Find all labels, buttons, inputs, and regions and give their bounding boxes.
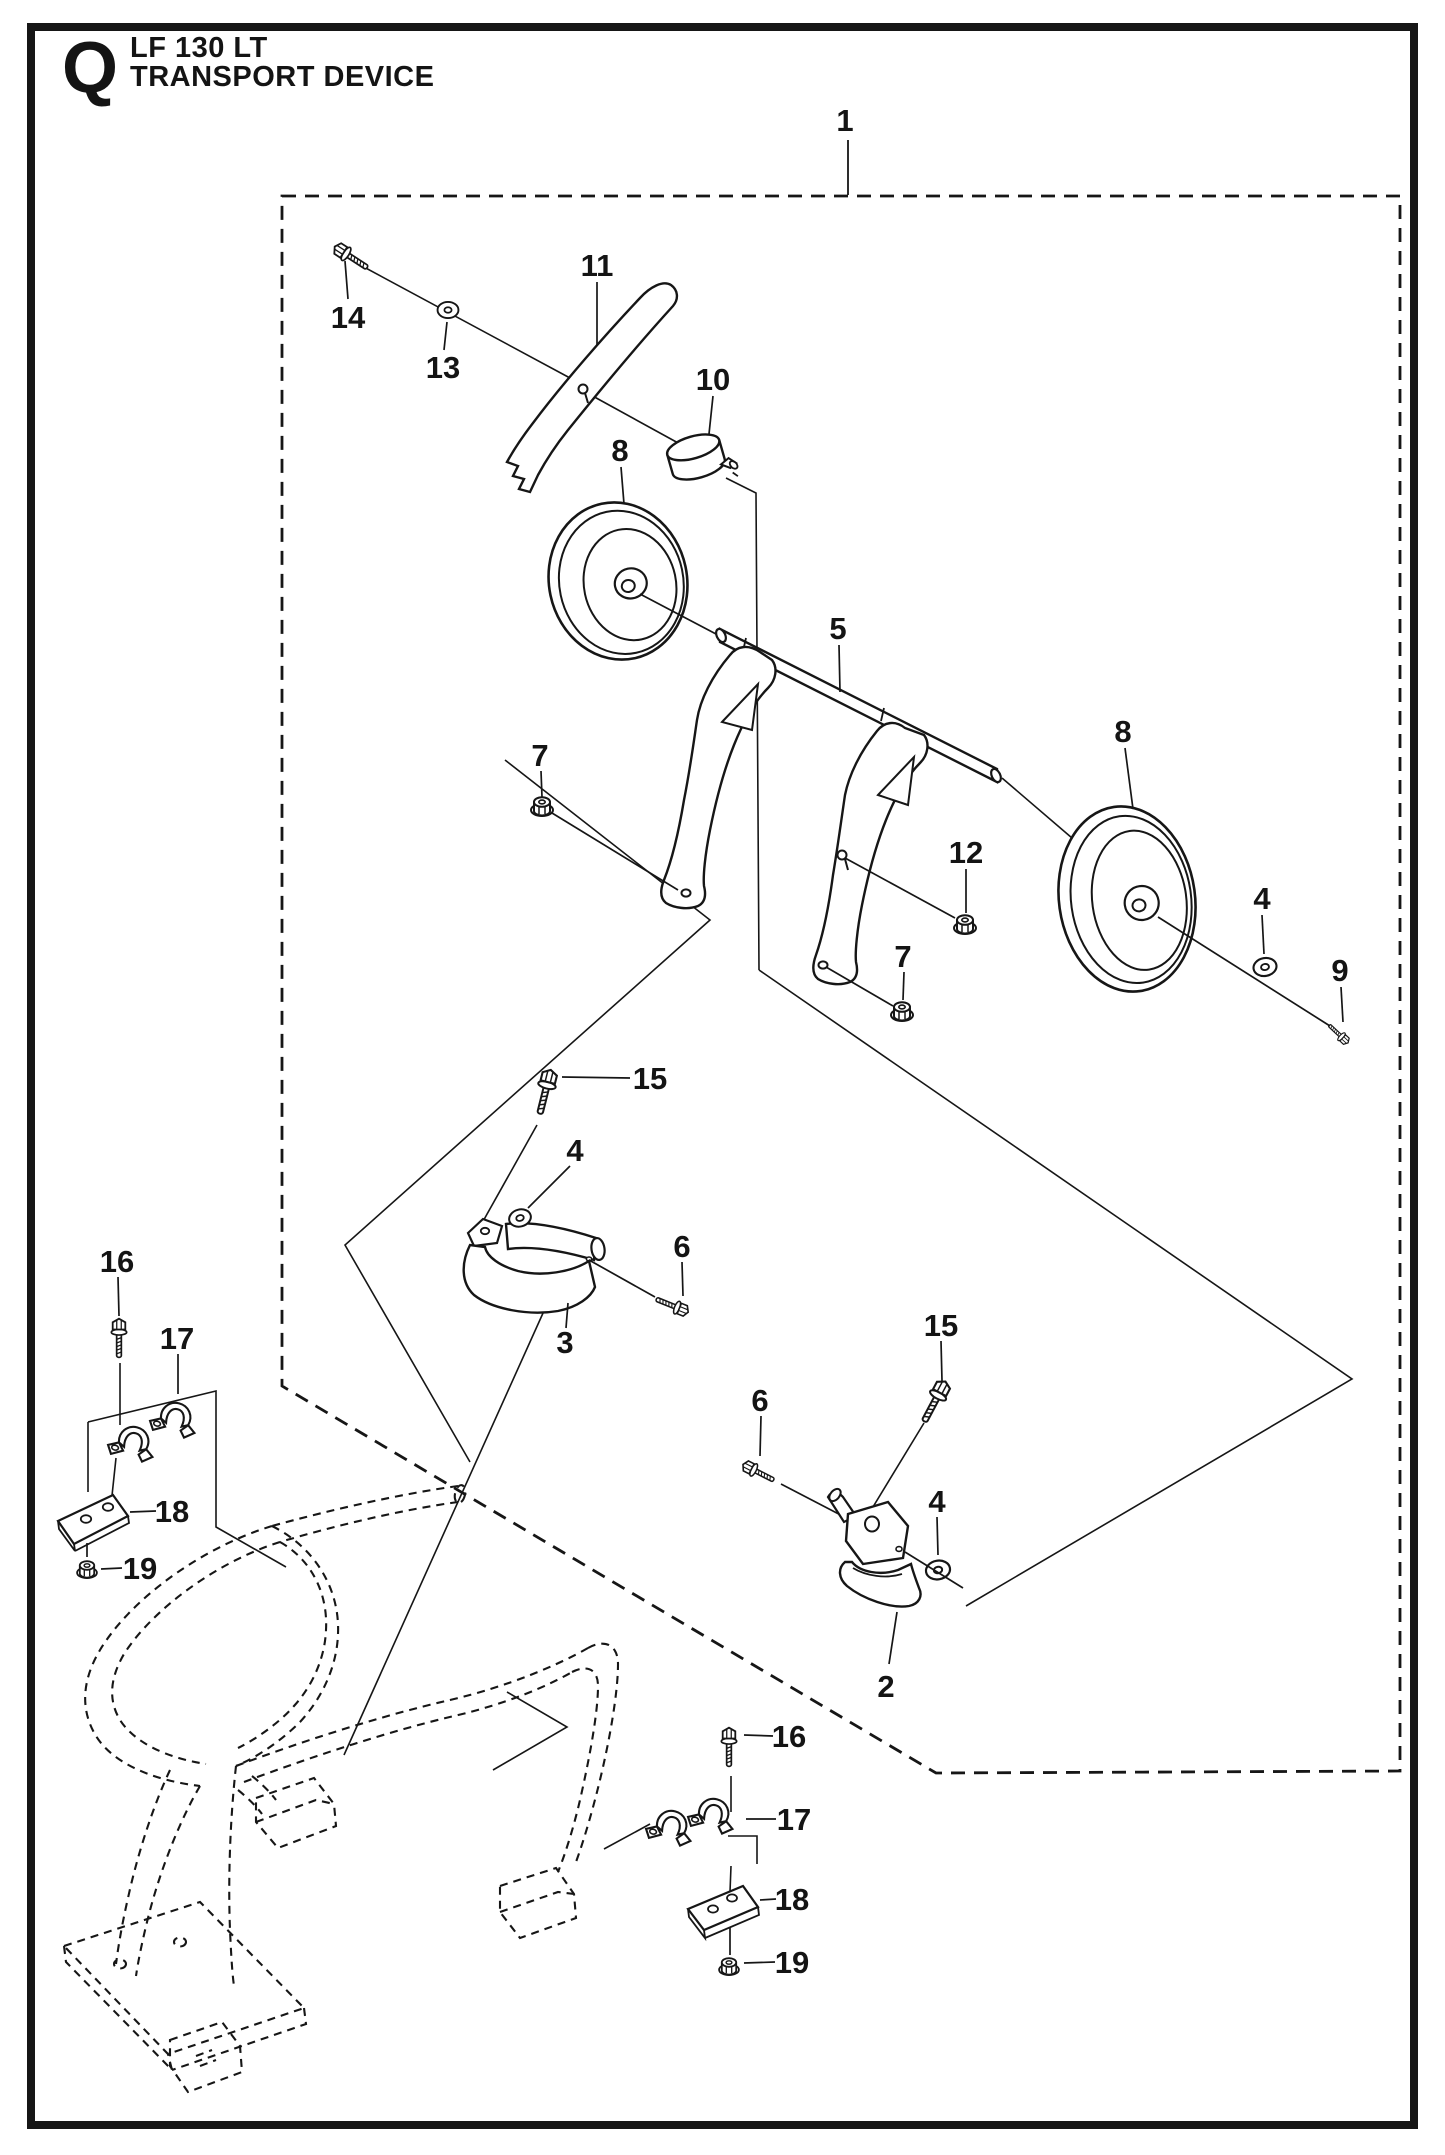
nut-12 <box>953 914 977 935</box>
bolt-16-left <box>110 1317 128 1359</box>
section-letter: Q <box>62 28 118 108</box>
callout-11: 11 <box>581 248 614 283</box>
callout-4c: 4 <box>928 1484 946 1519</box>
callout-7a: 7 <box>531 738 548 773</box>
leader-lines <box>86 260 1344 1964</box>
assembly-boundary-dashed <box>280 194 1402 1775</box>
callout-18a: 18 <box>155 1494 189 1529</box>
washer-4-wheel <box>1251 955 1279 979</box>
callout-13: 13 <box>426 350 460 385</box>
support-blade <box>505 282 679 494</box>
callout-19b: 19 <box>775 1945 809 1980</box>
page-border <box>27 23 1418 2129</box>
callout-6a: 6 <box>673 1229 690 1264</box>
callout-17b: 17 <box>777 1802 811 1837</box>
callout-9: 9 <box>1331 953 1348 988</box>
wheel-left <box>547 501 689 661</box>
nut-7-left <box>530 796 554 817</box>
bolt-15-right <box>915 1376 955 1427</box>
nut-19-right <box>718 1957 740 1976</box>
callout-16b: 16 <box>772 1719 806 1754</box>
bracket-3 <box>462 1217 606 1314</box>
callout-16a: 16 <box>100 1244 134 1279</box>
callout-19a: 19 <box>123 1551 157 1586</box>
bracket-2 <box>826 1487 922 1608</box>
clamp-pair-right <box>643 1792 740 1849</box>
callout-15b: 15 <box>924 1308 958 1343</box>
model-title: LF 130 LT <box>130 32 268 64</box>
callout-1: 1 <box>836 103 853 138</box>
nut-19-left <box>76 1560 98 1579</box>
callout-8b: 8 <box>1114 714 1131 749</box>
clamp-plate-right <box>686 1884 760 1942</box>
bolt-6-right <box>739 1457 778 1487</box>
bolt-6-left <box>652 1292 692 1320</box>
callout-7b: 7 <box>894 939 911 974</box>
support-arm-right <box>812 721 929 986</box>
construction-lines <box>87 265 1354 1893</box>
bolt-16-right <box>720 1726 738 1768</box>
clamp-plate-left <box>56 1493 130 1552</box>
callout-5: 5 <box>829 611 846 646</box>
washer-13 <box>436 300 460 320</box>
callout-labels: 1 14 13 11 10 8 5 7 8 12 4 9 7 15 4 6 3 … <box>100 103 1349 1980</box>
support-arm-left <box>660 645 777 910</box>
callout-8a: 8 <box>611 433 628 468</box>
bolt-14 <box>329 239 373 275</box>
callout-17a: 17 <box>160 1321 194 1356</box>
callout-4b: 4 <box>1253 881 1271 916</box>
callout-15a: 15 <box>633 1061 667 1096</box>
callout-4a: 4 <box>566 1133 584 1168</box>
page-title: TRANSPORT DEVICE <box>130 61 434 93</box>
callout-3: 3 <box>556 1325 573 1360</box>
handlebar-frame <box>62 1484 620 2094</box>
wheel-right <box>1057 805 1197 993</box>
callout-12: 12 <box>949 835 983 870</box>
callout-18b: 18 <box>775 1882 809 1917</box>
callout-6b: 6 <box>751 1383 768 1418</box>
rubber-bumper <box>665 433 739 481</box>
callout-2: 2 <box>877 1669 894 1704</box>
nut-7-right <box>890 1001 914 1022</box>
callout-14: 14 <box>331 300 366 335</box>
callout-10: 10 <box>696 362 730 397</box>
